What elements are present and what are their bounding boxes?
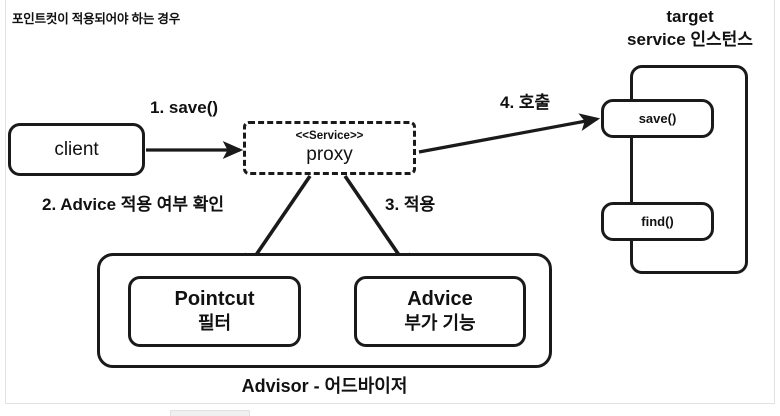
target-method-save: save() bbox=[601, 99, 714, 138]
target-heading: target service 인스턴스 bbox=[600, 6, 780, 52]
step-label-1: 1. save() bbox=[150, 98, 219, 117]
advice-subtitle: 부가 기능 bbox=[404, 313, 476, 334]
client-node-label: client bbox=[54, 138, 99, 160]
arrow-proxy-to-target bbox=[418, 113, 601, 154]
target-method-find-label: find() bbox=[641, 214, 674, 229]
step-label-2: 2. Advice 적용 여부 확인 bbox=[42, 195, 225, 214]
advisor-caption: Advisor - 어드바이저 bbox=[241, 376, 408, 396]
page-frame-left-rule bbox=[5, 0, 6, 404]
advice-node: Advice 부가 기능 bbox=[354, 276, 526, 347]
pointcut-node: Pointcut 필터 bbox=[128, 276, 301, 347]
page-bottom-strip bbox=[170, 410, 250, 416]
target-heading-line-2: service 인스턴스 bbox=[627, 29, 753, 49]
proxy-stereotype-label: <<Service>> bbox=[295, 130, 364, 143]
page-title: 포인트컷이 적용되어야 하는 경우 bbox=[12, 12, 181, 26]
proxy-node: <<Service>> proxy bbox=[243, 121, 416, 175]
step-label-4: 4. 호출 bbox=[500, 93, 551, 112]
pointcut-subtitle: 필터 bbox=[197, 313, 232, 334]
step-label-3: 3. 적용 bbox=[385, 195, 436, 214]
target-method-save-label: save() bbox=[638, 111, 677, 126]
target-method-find: find() bbox=[601, 202, 714, 241]
page-frame-bottom-rule bbox=[5, 403, 775, 404]
pointcut-title: Pointcut bbox=[174, 288, 255, 311]
proxy-node-label: proxy bbox=[306, 143, 353, 165]
client-node: client bbox=[8, 123, 145, 176]
page-frame-right-rule bbox=[774, 0, 775, 404]
target-service-container bbox=[630, 65, 748, 274]
target-heading-line-1: target bbox=[666, 7, 714, 26]
advice-title: Advice bbox=[407, 288, 473, 311]
